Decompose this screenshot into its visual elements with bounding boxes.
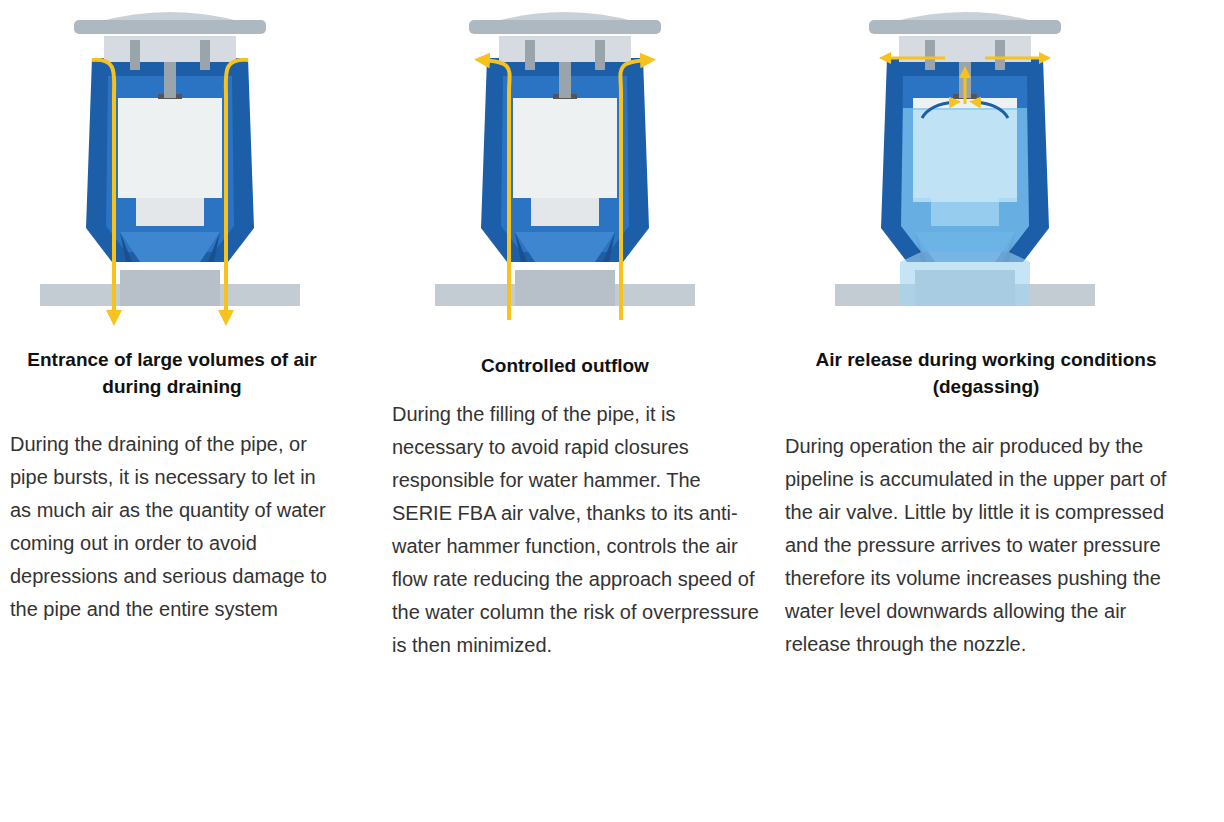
- panel-description: During the filling of the pipe, it is ne…: [392, 398, 764, 662]
- panel-heading: Air release during working conditions (d…: [776, 346, 1196, 400]
- panel-heading: Entrance of large volumes of air during …: [4, 346, 340, 400]
- panel-description: During the draining of the pipe, or pipe…: [10, 428, 332, 626]
- panel-heading: Controlled outflow: [380, 352, 750, 379]
- panel-description: During operation the air produced by the…: [785, 430, 1195, 661]
